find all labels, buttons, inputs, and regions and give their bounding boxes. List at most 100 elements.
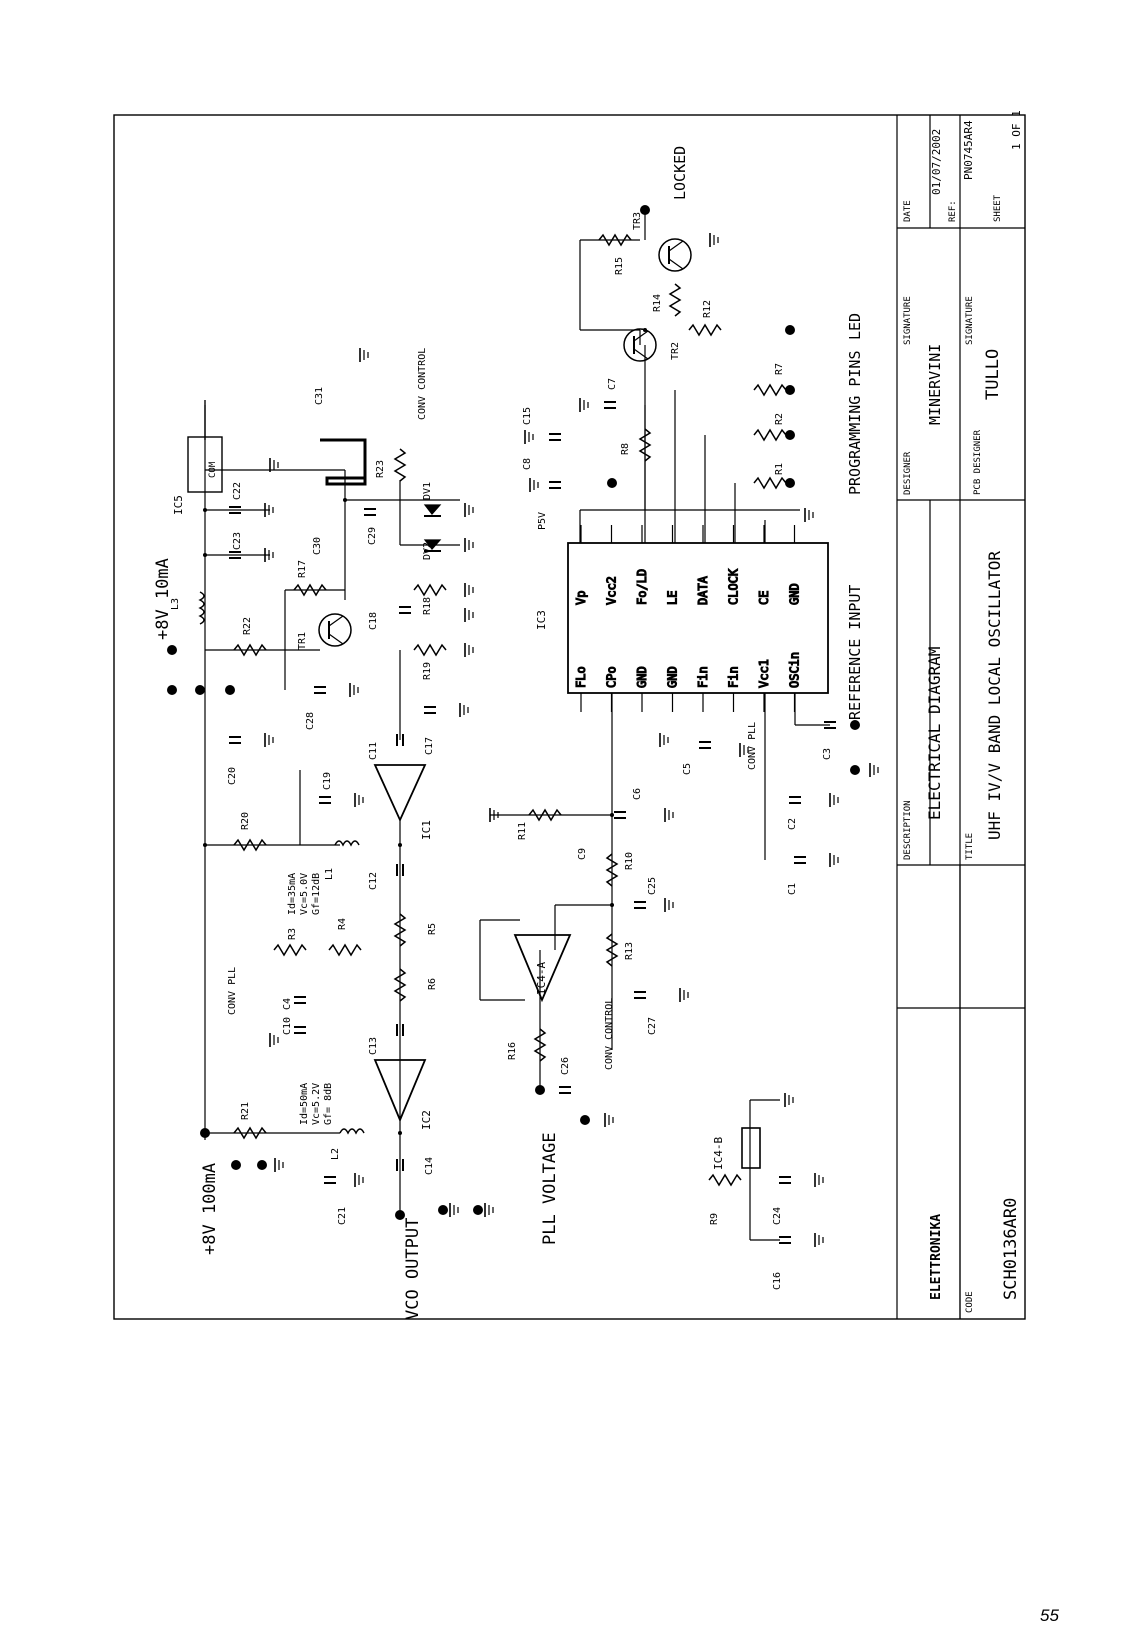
net-conv-pll-1: CONV PLL [227,967,238,1015]
varactor-diodes [423,504,442,552]
net-supply-10: +8V 10mA [153,558,173,640]
ic2-label: IC2 [420,1110,433,1130]
pcb-designer-label: PCB DESIGNER [973,429,983,495]
label-dv2: DV2 [422,542,433,560]
label-c19: C19 [322,772,333,790]
l3-inductor [198,591,205,625]
label-r2: R2 [774,413,785,425]
label-c4: C4 [282,998,293,1010]
label-c7: C7 [607,378,618,390]
label-c27: C27 [647,1017,658,1035]
label-l1: L1 [324,868,335,880]
label-r15: R15 [614,257,625,275]
ic3-pin-16: Vp [574,591,588,605]
ic3-pin-14: Fo/LD [635,569,649,605]
label-r5: R5 [427,923,438,935]
label-c25: C25 [647,877,658,895]
net-led: LED [846,313,864,340]
label-c15: C15 [522,407,533,425]
net-p5v: P5V [537,512,548,530]
label-r1: R1 [774,463,785,475]
label-r12: R12 [702,300,713,318]
label-r6: R6 [427,978,438,990]
ic3-pin-9: GND [788,583,802,605]
ic4a-label: IC4-A [535,962,548,995]
ic3-pin-11: CLOCK [727,568,741,605]
label-r17: R17 [297,560,308,578]
code-label: CODE [965,1291,975,1313]
label-c12: C12 [368,872,379,890]
designer-value: MINERVINI [926,344,944,425]
label-c18: C18 [368,612,379,630]
terminal-dots [166,204,861,1221]
label-r8: R8 [620,443,631,455]
label-c5: C5 [682,763,693,775]
label-tr1: TR1 [297,632,308,650]
label-r23: R23 [375,460,386,478]
label-c23: C23 [232,532,243,550]
ref-value: PN0745AR4 [962,120,975,180]
ic4b-label: IC4-B [712,1137,725,1170]
label-c3: C3 [822,748,833,760]
label-r20: R20 [240,812,251,830]
ic3-pin-1: FLo [574,666,588,688]
sheet-label: SHEET [993,194,1003,222]
net-conv-control-2: CONV CONTROL [604,998,615,1070]
logo-text: ELETTRONIKA [929,1214,944,1300]
label-c14: C14 [424,1157,435,1175]
label-r14: R14 [652,294,663,312]
ic2-spec-3: Gf= 8dB [323,1083,334,1125]
net-conv-pll-2: CONV PLL [747,722,758,770]
ic3-pin-7: Vcc1 [757,659,771,688]
label-c17: C17 [424,737,435,755]
label-c26: C26 [560,1057,571,1075]
label-r4: R4 [337,918,348,930]
label-c20: C20 [227,767,238,785]
label-c11: C11 [368,742,379,760]
ic3-label: IC3 [535,610,548,630]
date-value: 01/07/2002 [930,129,943,195]
label-c13: C13 [368,1037,379,1055]
stripline-resonator [320,438,367,486]
net-supply-100: +8V 100mA [200,1163,220,1255]
label-r21: R21 [240,1102,251,1120]
ground-symbols [264,232,879,1248]
ic3-pin-2: CPo [605,666,619,688]
label-c21: C21 [337,1207,348,1225]
label-c29: C29 [367,527,378,545]
sheet-value: 1 OF 1 [1010,110,1023,150]
label-r16: R16 [507,1042,518,1060]
net-reference-input: REFERENCE INPUT [846,585,864,720]
label-tr3: TR3 [632,212,643,230]
ic5-label: IC5 [172,495,185,515]
l2-inductor [339,1128,365,1135]
label-c22: C22 [232,482,243,500]
signature-label-1: SIGNATURE [903,296,913,345]
ic3-pin-4: GND [666,666,680,688]
ic3-pin-13: LE [666,591,680,605]
net-conv-control-1: CONV CONTROL [417,348,428,420]
designer-label: DESIGNER [903,451,913,495]
pcb-designer-value: TULLO [983,349,1003,400]
ic3-pin-12: DATA [696,575,710,605]
label-c6: C6 [632,788,643,800]
net-vco-output: VCO OUTPUT [403,1218,423,1320]
label-l3: L3 [170,598,181,610]
label-r18: R18 [422,597,433,615]
label-c30: C30 [312,537,323,555]
net-pll-voltage: PLL VOLTAGE [540,1132,560,1245]
label-r7: R7 [774,363,785,375]
label-c10: C10 [282,1017,293,1035]
ic4a-opamp [513,934,572,1003]
label-c16: C16 [772,1272,783,1290]
ic1-spec-3: Gf=12dB [311,873,322,915]
net-locked: LOCKED [671,146,689,200]
description-label: DESCRIPTION [903,800,913,860]
label-r3: R3 [287,928,298,940]
ic1-label: IC1 [420,820,433,840]
ic1-amplifier [373,764,427,823]
